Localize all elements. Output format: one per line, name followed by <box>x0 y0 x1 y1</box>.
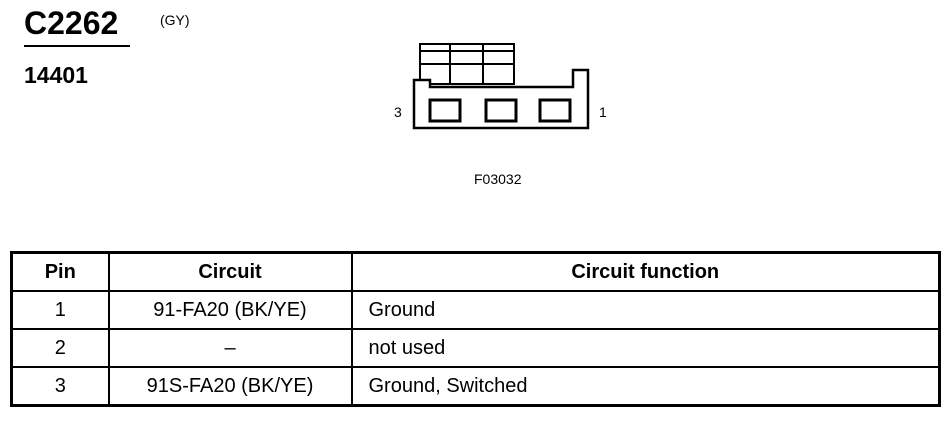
title-underline <box>24 45 130 47</box>
cell-circuit: – <box>107 328 353 368</box>
table-header-row: Pin Circuit Circuit function <box>10 251 941 292</box>
cell-pin: 3 <box>10 366 110 407</box>
pin-cavity-2 <box>484 98 518 123</box>
cell-function: not used <box>350 328 941 368</box>
connector-id: C2262 <box>24 5 119 41</box>
pin-end-label-right: 1 <box>599 104 607 120</box>
header-pin: Pin <box>10 251 110 292</box>
pin-end-label-left: 3 <box>394 104 402 120</box>
cell-circuit: 91-FA20 (BK/YE) <box>107 290 353 330</box>
connector-face-diagram <box>412 43 590 130</box>
cell-circuit: 91S-FA20 (BK/YE) <box>107 366 353 407</box>
cell-pin: 2 <box>10 328 110 368</box>
cell-function: Ground <box>350 290 941 330</box>
cell-pin: 1 <box>10 290 110 330</box>
pinout-table: Pin Circuit Circuit function 1 91-FA20 (… <box>10 251 941 407</box>
table-row: 1 91-FA20 (BK/YE) Ground <box>10 290 941 330</box>
header-circuit: Circuit <box>107 251 353 292</box>
pin-cavity-3 <box>428 98 462 123</box>
connector-color-code: (GY) <box>160 12 190 28</box>
table-row: 2 – not used <box>10 328 941 368</box>
connector-part-number: 14401 <box>24 62 88 88</box>
table-row: 3 91S-FA20 (BK/YE) Ground, Switched <box>10 366 941 407</box>
pin-cavities <box>428 98 572 123</box>
pin-cavity-1 <box>538 98 572 123</box>
cell-function: Ground, Switched <box>350 366 941 407</box>
connector-latch <box>419 43 515 85</box>
header-circuit-function: Circuit function <box>350 251 941 292</box>
figure-id: F03032 <box>474 171 522 187</box>
